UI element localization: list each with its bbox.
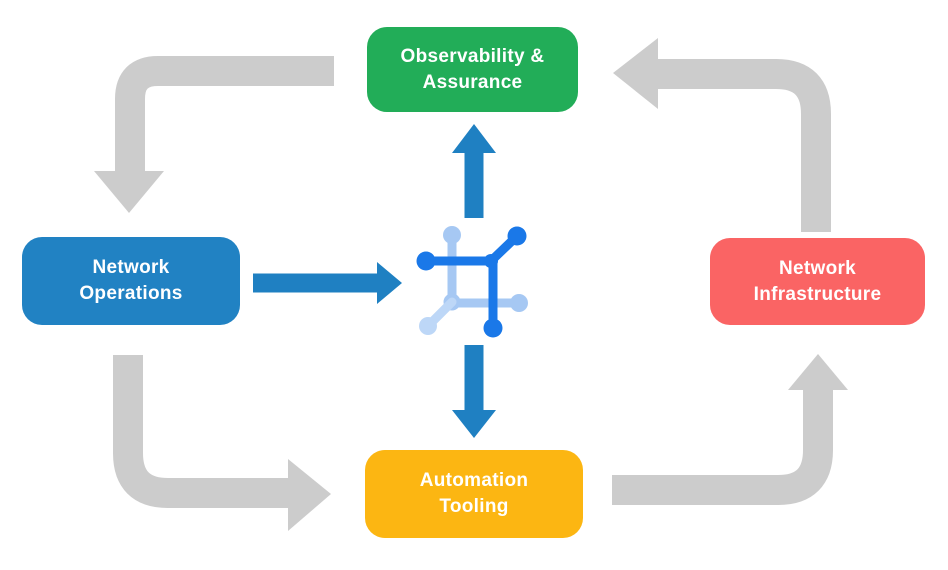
node-observability-label-line2: Assurance (422, 71, 523, 93)
network-mesh-icon-junction-node (484, 254, 498, 268)
arrow-automation-to-infrastructure-shaft (612, 389, 833, 505)
node-automation-label-line2: Tooling (439, 496, 509, 517)
arrow-automation-to-infrastructure-head (788, 354, 848, 390)
node-observability-label-line1: Observability & (400, 45, 545, 67)
node-automation-label-line1: Automation (419, 470, 529, 491)
node-operations-label-line1: Network (92, 257, 170, 278)
node-infrastructure-label-line1: Network (778, 257, 857, 279)
arrow-observability-to-operations-head (94, 171, 164, 213)
arrow-operations-to-center (253, 262, 402, 304)
arrow-infrastructure-to-observability (613, 38, 831, 232)
network-mesh-icon-left-node (416, 251, 436, 271)
arrow-infrastructure-to-observability-head (613, 38, 658, 109)
network-mesh-icon-lower-left-node (419, 317, 437, 335)
arrow-operations-to-automation (113, 355, 331, 531)
arrow-operations-to-center-head (377, 262, 402, 304)
network-mesh-icon-upper-right-node (507, 226, 527, 246)
arrow-infrastructure-to-observability-shaft (658, 59, 831, 232)
node-automation: Automation Tooling (365, 450, 583, 538)
network-mesh-icon-bottom-node (483, 318, 503, 338)
network-mesh-icon (416, 226, 528, 338)
node-infrastructure: Network Infrastructure (710, 238, 925, 325)
node-operations-label-line2: Operations (79, 283, 183, 304)
arrow-observability-to-operations-shaft (115, 56, 334, 173)
arrow-center-to-automation (452, 345, 496, 438)
node-operations: Network Operations (22, 237, 240, 325)
node-observability: Observability & Assurance (367, 27, 578, 112)
arrow-operations-to-automation-head (288, 459, 331, 531)
network-mesh-icon-top-node (443, 226, 461, 244)
node-infrastructure-label-line2: Infrastructure (753, 283, 882, 305)
arrow-center-to-automation-head (452, 410, 496, 438)
arrow-center-to-observability (452, 124, 496, 218)
arrow-observability-to-operations (94, 56, 334, 213)
arrow-center-to-observability-head (452, 124, 496, 153)
network-mesh-icon-right-bottom-node (510, 294, 528, 312)
arrow-operations-to-automation-shaft (113, 355, 288, 508)
arrow-automation-to-infrastructure (612, 354, 848, 505)
